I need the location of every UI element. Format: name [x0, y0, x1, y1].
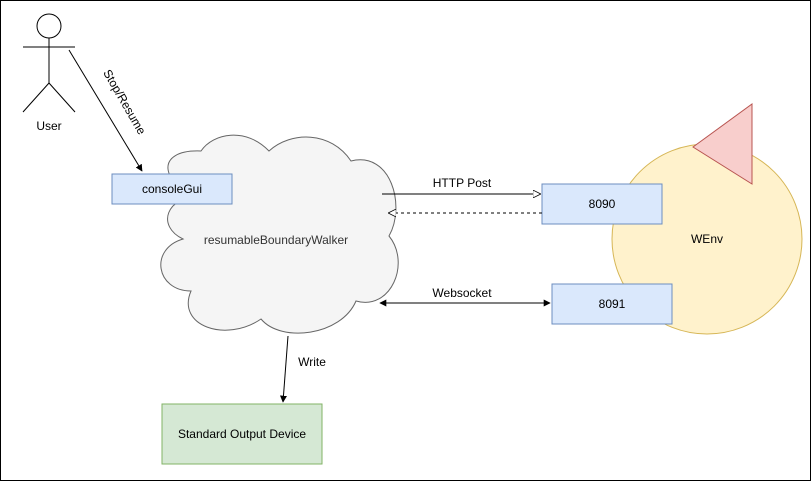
user-head [36, 13, 62, 39]
user-label: User [36, 119, 61, 133]
console-gui-label: consoleGui [142, 182, 202, 196]
stop-resume-label: Stop/Resume [100, 67, 149, 137]
http-post-label: HTTP Post [433, 176, 492, 190]
console-gui-box[interactable] [111, 173, 233, 205]
user-actor [22, 13, 76, 113]
websocket-label: Websocket [432, 286, 492, 300]
port-8091-label: 8091 [599, 297, 626, 311]
port-8091-box[interactable] [551, 283, 673, 325]
port-8090-box[interactable] [541, 183, 663, 225]
wenv-triangle-marker [692, 103, 753, 185]
stdout-label: Standard Output Device [178, 427, 306, 441]
stop-resume-edge [68, 49, 143, 172]
user-right-leg [48, 82, 76, 113]
wenv-label: WEnv [691, 232, 723, 246]
port-8090-label: 8090 [589, 197, 616, 211]
stdout-box[interactable] [161, 403, 323, 465]
user-left-leg [22, 82, 50, 113]
write-edge [279, 335, 289, 403]
walker-label: resumableBoundaryWalker [204, 233, 348, 247]
write-label: Write [298, 355, 326, 369]
